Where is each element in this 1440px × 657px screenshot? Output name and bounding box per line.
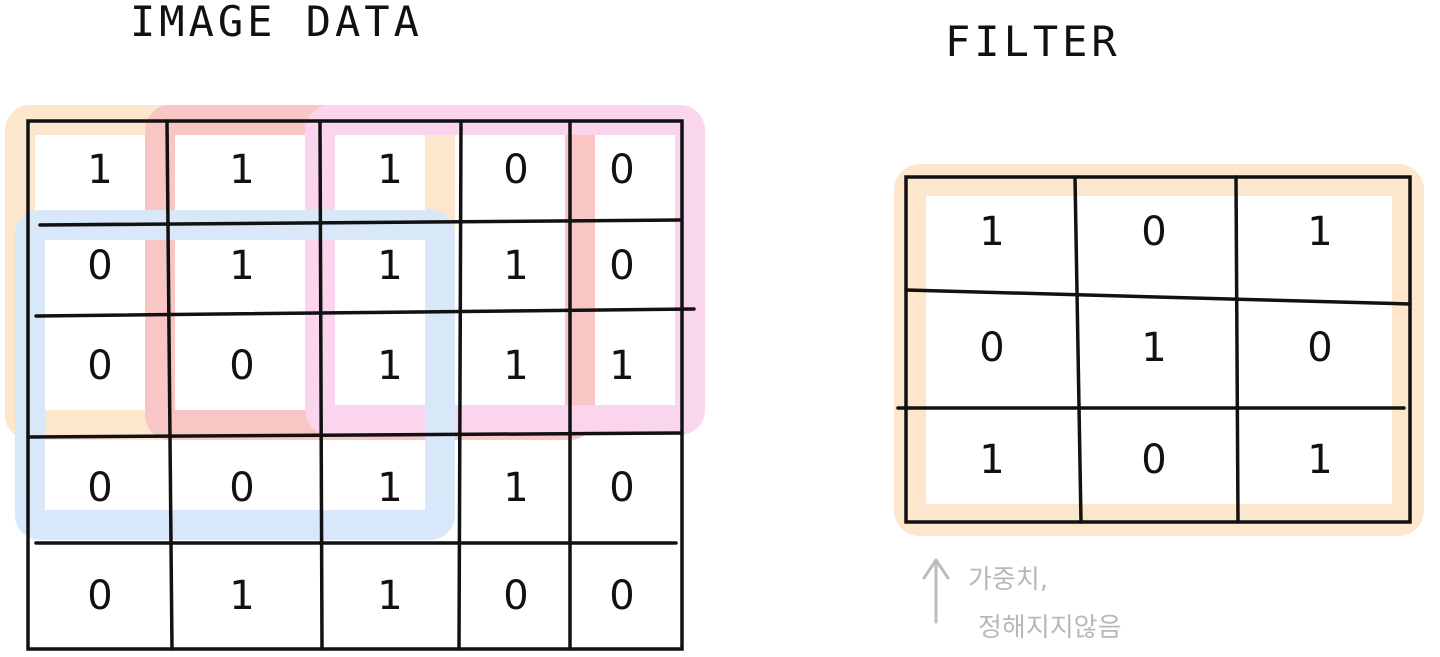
image-cell-r4-c1: 0 [87,465,112,511]
note-line-1: 가중치, [968,565,1048,595]
image-cell-r3-c5: 1 [609,343,634,389]
filter-cell-r1-c2: 0 [1141,209,1166,255]
note-line-2: 정해지지않음 [978,613,1122,643]
image-cell-r5-c1: 0 [87,573,112,619]
filter-cell-r1-c1: 1 [979,209,1004,255]
image-cell-r1-c4: 0 [503,147,528,193]
image-cell-r1-c3: 1 [377,147,402,193]
highlight-frames [5,105,705,540]
image-cell-r5-c5: 0 [609,573,634,619]
image-cell-r4-c2: 0 [229,465,254,511]
filter-cell-r3-c2: 0 [1141,437,1166,483]
filter-cell-r2-c3: 0 [1307,325,1332,371]
filter-cell-r3-c1: 1 [979,437,1004,483]
image-data-values: 1 1 1 0 0 0 1 1 1 0 0 0 1 1 1 0 0 1 1 0 0 1 1 0 0 [87,147,634,619]
image-cell-r1-c1: 1 [87,147,112,193]
image-cell-r5-c2: 1 [229,573,254,619]
image-cell-r3-c2: 0 [229,343,254,389]
image-cell-r5-c3: 1 [377,573,402,619]
filter-highlight-orange [894,164,1424,536]
image-cell-r2-c5: 0 [609,243,634,289]
filter-cell-r2-c2: 1 [1141,325,1166,371]
image-cell-r3-c3: 1 [377,343,402,389]
filter-cell-r3-c3: 1 [1307,437,1332,483]
image-cell-r5-c4: 0 [503,573,528,619]
image-cell-r4-c3: 1 [377,465,402,511]
image-cell-r2-c3: 1 [377,243,402,289]
filter-grid [896,175,1412,524]
image-cell-r2-c2: 1 [229,243,254,289]
weights-note: 가중치, 정해지지않음 [922,558,1122,643]
image-cell-r1-c2: 1 [229,147,254,193]
image-cell-r1-c5: 0 [609,147,634,193]
image-data-grid [26,119,696,651]
filter-values: 1 0 1 0 1 0 1 0 1 [979,209,1332,483]
image-cell-r3-c4: 1 [503,343,528,389]
image-cell-r4-c5: 0 [609,465,634,511]
image-cell-r2-c1: 0 [87,243,112,289]
filter-cell-r1-c3: 1 [1307,209,1332,255]
up-arrow-head-icon [922,558,950,580]
filter-title: FILTER [945,17,1121,66]
image-data-title: IMAGE DATA [130,0,423,46]
image-cell-r4-c4: 1 [503,465,528,511]
image-cell-r2-c4: 1 [503,243,528,289]
filter-cell-r2-c1: 0 [979,325,1004,371]
image-cell-r3-c1: 0 [87,343,112,389]
